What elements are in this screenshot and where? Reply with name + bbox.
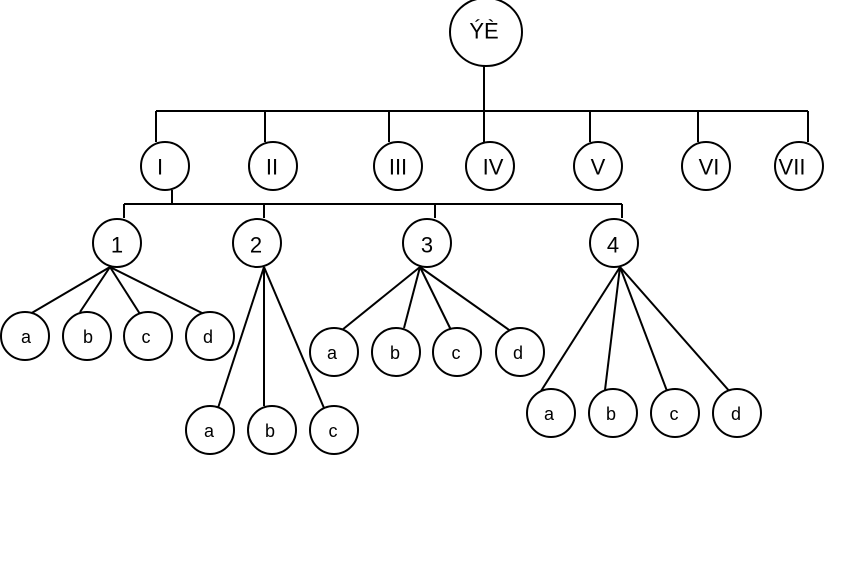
node-leaf-4-a: a [526,388,576,438]
connector-4-d [619,266,732,394]
node-level1-IV: IV [465,141,515,191]
connector-3-a [341,266,421,331]
node-leaf-1-d: d [185,311,235,361]
node-level1-label: V [591,155,606,180]
node-leaf-3-a: a [309,327,359,377]
connector-4-c [619,266,668,392]
node-level2-1: 1 [92,218,142,268]
node-leaf-1-c: c [123,311,173,361]
connector-2-c [263,266,325,409]
node-leaf-label: d [513,343,523,363]
node-leaf-label: c [329,421,338,441]
node-level2-4: 4 [589,218,639,268]
connector-3-d [419,266,513,333]
node-level1-VII: VII [774,141,824,191]
node-leaf-1-a: a [0,311,50,361]
node-leaf-label: b [265,421,275,441]
node-level2-label: 1 [111,233,123,258]
node-level1-label: IV [483,155,504,180]
connector-2-a [217,266,265,409]
node-level2-label: 4 [607,233,619,258]
node-leaf-label: d [731,404,741,424]
connector-1-d [109,266,207,316]
node-leaf-4-d: d [712,388,762,438]
connector-1-b [79,266,111,313]
node-leaf-label: b [83,327,93,347]
node-level1-label: III [389,155,407,180]
node-leaf-3-b: b [371,327,421,377]
connector-3-b [403,266,421,329]
node-level2-label: 2 [250,233,262,258]
node-level1-VI: VI [681,141,731,191]
node-root: ÝÈ [449,0,523,67]
node-level1-label: I [157,155,163,180]
node-level1-I: I [140,141,190,191]
node-leaf-label: b [606,404,616,424]
node-leaf-label: c [142,327,151,347]
node-leaf-label: c [670,404,679,424]
node-level1-label: VII [779,155,806,180]
connector-3-c [419,266,452,331]
node-leaf-1-b: b [62,311,112,361]
connector-4-b [604,266,621,391]
node-level1-III: III [373,141,423,191]
node-root-label: ÝÈ [469,19,498,44]
node-leaf-4-b: b [588,388,638,438]
node-leaf-3-c: c [432,327,482,377]
node-leaf-3-d: d [495,327,545,377]
node-leaf-4-c: c [650,388,700,438]
connectors [29,66,809,409]
node-leaf-2-a: a [185,405,235,455]
node-level1-V: V [573,141,623,191]
node-leaf-2-c: c [309,405,359,455]
node-leaf-label: a [204,421,215,441]
node-leaf-label: d [203,327,213,347]
node-leaf-label: a [544,404,555,424]
connector-1-a [29,266,111,315]
connector-4-a [540,266,621,392]
node-level1-label: VI [699,155,720,180]
node-leaf-label: b [390,343,400,363]
node-level2-label: 3 [421,233,433,258]
node-level1-II: II [248,141,298,191]
node-leaf-label: a [327,343,338,363]
node-leaf-label: a [21,327,32,347]
node-level1-label: II [266,155,278,180]
node-leaf-label: c [452,343,461,363]
connector-1-c [109,266,141,315]
node-level2-2: 2 [232,218,282,268]
node-leaf-2-b: b [247,405,297,455]
node-level2-3: 3 [402,218,452,268]
